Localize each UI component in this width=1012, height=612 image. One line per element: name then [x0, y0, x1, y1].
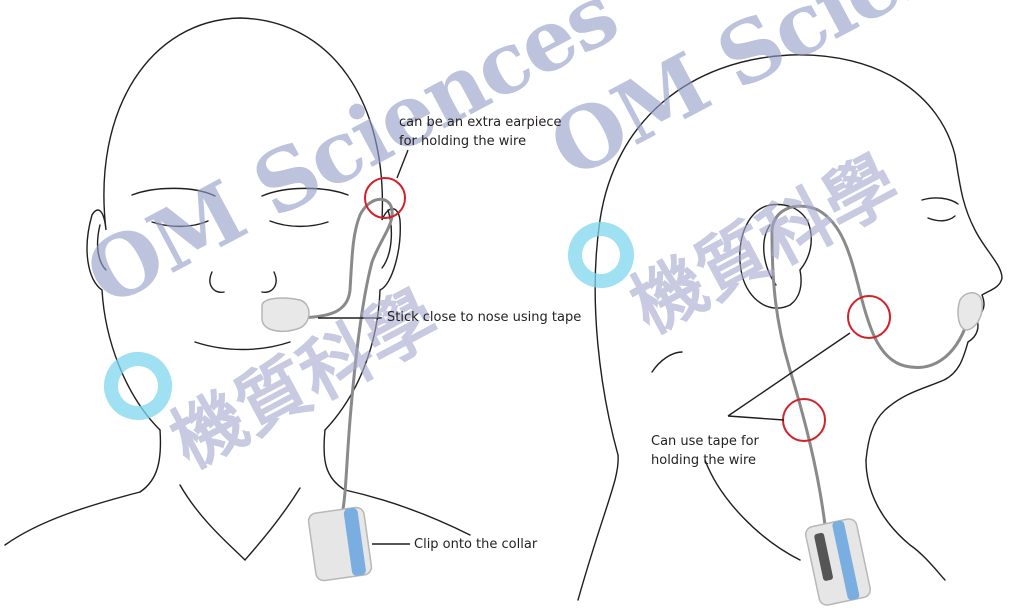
- side-skull-back-line: [652, 352, 682, 372]
- collar-label: Clip onto the collar: [414, 535, 537, 554]
- front-neck-right: [324, 430, 345, 490]
- front-head-outline: [87, 18, 400, 430]
- side-nasal-cannula: [958, 293, 982, 330]
- earpiece-leader-line: [397, 150, 408, 178]
- front-sensor-wire: [292, 199, 392, 515]
- front-eyebrow-left: [132, 188, 215, 196]
- earpiece-label-line1: can be an extra earpiece: [399, 113, 562, 132]
- front-eye-right: [270, 221, 328, 226]
- side-leader-lines: [728, 333, 850, 420]
- tape-label-line2: holding the wire: [651, 451, 756, 470]
- earpiece-label-line2: for holding the wire: [399, 132, 526, 151]
- side-eye: [928, 216, 955, 221]
- side-collar: [705, 460, 800, 560]
- front-mouth: [195, 342, 290, 350]
- nose-label: Stick close to nose using tape: [387, 308, 581, 327]
- front-shoulder-left: [5, 492, 140, 545]
- front-eyebrow-right: [262, 188, 348, 196]
- front-view-figure: [5, 18, 470, 560]
- front-collar: [180, 485, 300, 560]
- front-sensor-assembly: [262, 178, 405, 582]
- tape-leader-line-jaw: [728, 333, 850, 416]
- tape-leader-line-neck: [728, 416, 784, 420]
- front-nose: [210, 272, 276, 292]
- side-clip-device: [804, 517, 871, 606]
- front-ear-left-inner: [98, 225, 106, 270]
- front-clip-device: [308, 506, 373, 581]
- tape-label-line1: Can use tape for: [651, 432, 759, 451]
- front-eye-left: [152, 221, 208, 226]
- side-front-neck: [866, 460, 945, 580]
- front-neck-left: [140, 430, 160, 492]
- front-ear-callout-circle: [365, 178, 405, 218]
- nasal-cannula: [262, 298, 309, 331]
- jaw-callout-circle: [848, 296, 890, 338]
- side-view-figure: [578, 55, 1002, 600]
- side-back-neck: [578, 455, 618, 600]
- side-eyebrow: [922, 198, 958, 204]
